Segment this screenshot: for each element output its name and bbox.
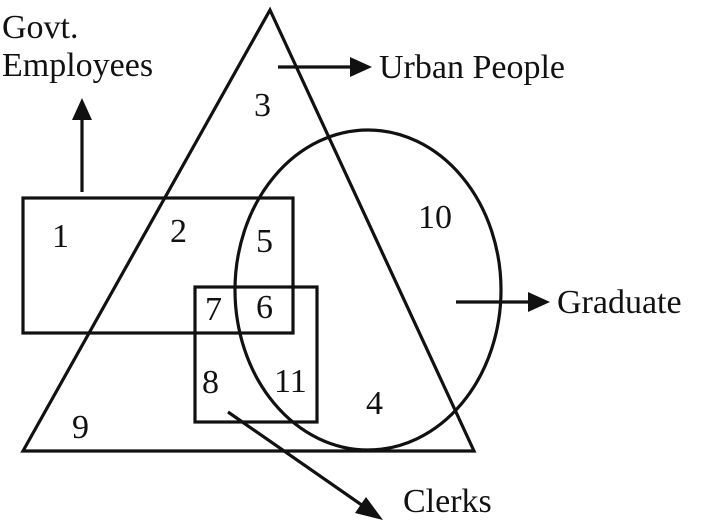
region-5: 5	[256, 223, 273, 260]
clerks-rectangle	[193, 285, 319, 424]
region-8: 8	[202, 364, 219, 401]
urban-people-label: Urban People	[379, 49, 565, 86]
govt-employees-label-line2: Employees	[2, 47, 153, 84]
urban-people-arrow	[278, 57, 372, 77]
graduate-label: Graduate	[557, 284, 682, 321]
govt-employees-arrow	[72, 98, 92, 192]
urban-people-triangle	[20, 6, 477, 453]
graduate-circle	[233, 128, 503, 452]
govt-employees-rectangle	[21, 196, 295, 335]
region-4: 4	[366, 385, 383, 422]
region-6: 6	[256, 289, 273, 326]
govt-employees-label-line1: Govt.	[2, 9, 79, 46]
region-7: 7	[205, 291, 222, 328]
region-2: 2	[170, 213, 187, 250]
graduate-arrow	[456, 292, 550, 312]
region-9: 9	[72, 409, 89, 446]
region-11: 11	[274, 363, 307, 400]
clerks-label: Clerks	[403, 483, 492, 520]
region-10: 10	[418, 199, 452, 236]
region-3: 3	[254, 87, 271, 124]
region-1: 1	[52, 218, 69, 255]
clerks-arrow	[227, 410, 383, 520]
